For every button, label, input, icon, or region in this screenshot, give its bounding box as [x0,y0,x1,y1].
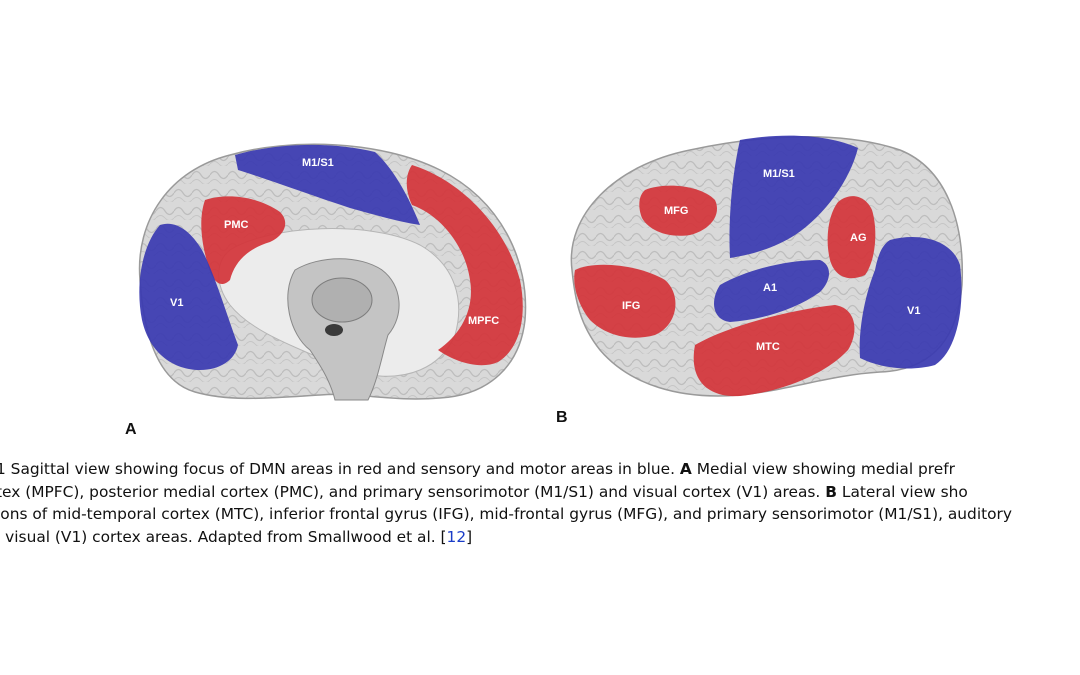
region-mtc [693,305,855,397]
label-a1: A1 [763,282,777,294]
region-pmc [201,196,286,285]
caption-line-4-text: l visual (V1) cortex areas. Adapted from… [0,527,447,546]
caption-line-1: 1 Sagittal view showing focus of DMN are… [0,458,1076,481]
region-mpfc [406,165,523,366]
label-ag: AG [850,232,867,244]
label-ifg: IFG [622,300,640,312]
caption-line-2-text: tex (MPFC), posterior medial cortex (PMC… [0,482,821,501]
panel-a-medial-brain: M1/S1 PMC V1 MPFC [138,143,527,401]
caption-line-4: l visual (V1) cortex areas. Adapted from… [0,526,1076,549]
region-ifg [574,264,676,338]
caption-line-2: tex (MPFC), posterior medial cortex (PMC… [0,481,1076,504]
label-m1s1-b: M1/S1 [763,168,795,180]
label-m1s1-a: M1/S1 [302,157,334,169]
panel-a-letter: A [125,421,137,438]
label-mtc: MTC [756,341,780,353]
dark-nucleus [325,324,343,336]
caption-line-1-text: 1 Sagittal view showing focus of DMN are… [0,460,675,478]
figure: M1/S1 PMC V1 MPFC M1/S1 MFG AG A1 [125,135,964,438]
thalamus [311,277,373,323]
caption-line-1-tail: Medial view showing medial prefr [696,460,956,478]
region-v1-b [859,237,962,369]
panel-b-letter: B [556,409,568,426]
region-a1 [714,260,829,322]
region-ag [827,196,876,279]
label-mpfc: MPFC [468,315,499,327]
panel-b-lateral-brain: M1/S1 MFG AG A1 IFG V1 MTC [570,135,964,397]
caption-line-4-close: ] [466,527,473,546]
caption-panel-b-ref: B [825,482,837,501]
citation-link[interactable]: 12 [446,527,467,546]
region-v1-a [139,223,238,370]
region-mfg [639,185,718,236]
caption-line-3: ions of mid-temporal cortex (MTC), infer… [0,505,1012,523]
region-m1s1-a [235,144,420,225]
label-mfg: MFG [664,205,688,217]
caption-line-2-tail: Lateral view sho [841,482,968,501]
figure-caption: 1 Sagittal view showing focus of DMN are… [0,458,1080,548]
caption-panel-a-ref: A [679,460,692,478]
label-v1-a: V1 [170,297,183,309]
label-v1-b: V1 [907,305,920,317]
region-m1s1-b [729,135,858,258]
label-pmc: PMC [224,219,249,231]
